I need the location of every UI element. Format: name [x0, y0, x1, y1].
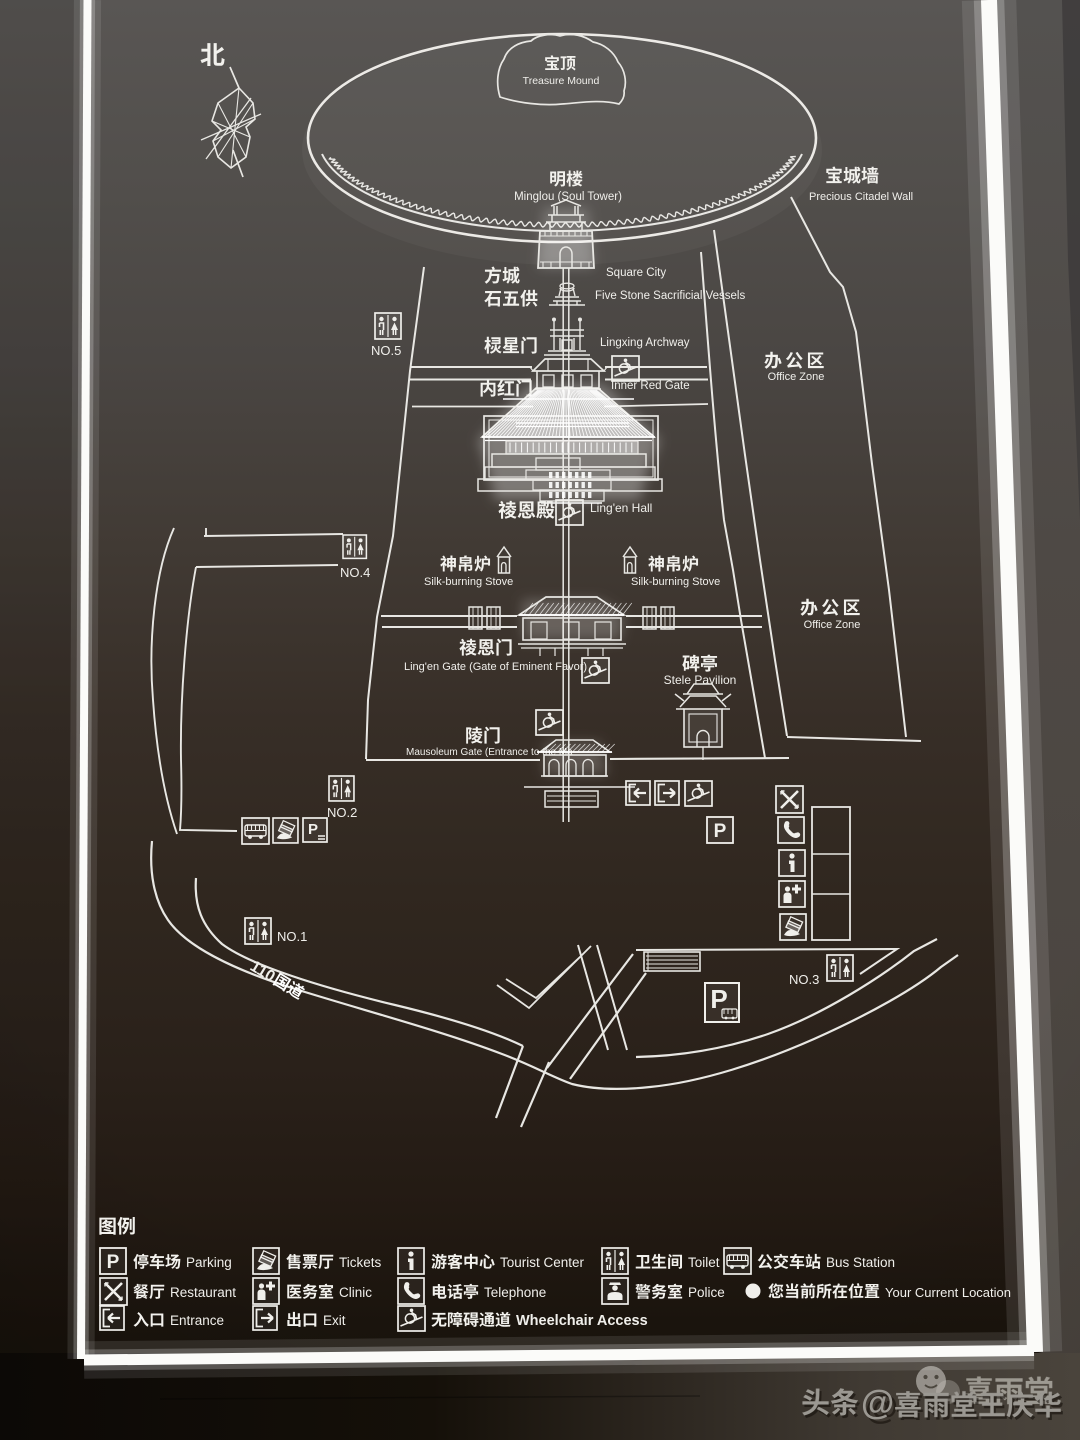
- svg-text:Stele Pavilion: Stele Pavilion: [664, 673, 737, 687]
- svg-text:Lingxing Archway: Lingxing Archway: [600, 337, 690, 349]
- svg-text:Tourist Center: Tourist Center: [500, 1255, 585, 1270]
- svg-text:Ling'en Gate (Gate of Eminent: Ling'en Gate (Gate of Eminent Favor): [404, 661, 587, 673]
- svg-text:Toilet: Toilet: [688, 1255, 720, 1270]
- svg-text:Wheelchair Access: Wheelchair Access: [516, 1313, 648, 1329]
- svg-text:Treasure Mound: Treasure Mound: [523, 75, 600, 87]
- svg-text:NO.3: NO.3: [789, 972, 819, 987]
- svg-text:P: P: [308, 821, 318, 838]
- svg-text:Your Current Location: Your Current Location: [885, 1285, 1011, 1300]
- svg-text:Telephone: Telephone: [484, 1285, 546, 1300]
- svg-text:P: P: [710, 984, 727, 1014]
- svg-text:Clinic: Clinic: [339, 1285, 372, 1300]
- svg-text:Exit: Exit: [323, 1313, 346, 1328]
- svg-text:NO.2: NO.2: [327, 805, 357, 820]
- svg-text:@: @: [865, 1389, 898, 1427]
- svg-text:Tickets: Tickets: [339, 1255, 382, 1270]
- svg-text:Precious Citadel Wall: Precious Citadel Wall: [809, 191, 913, 203]
- svg-text:@: @: [861, 1384, 894, 1422]
- svg-text:Office Zone: Office Zone: [804, 619, 861, 631]
- svg-text:Bus Station: Bus Station: [826, 1255, 895, 1270]
- svg-text:Restaurant: Restaurant: [170, 1285, 236, 1300]
- svg-text:Ling'en Hall: Ling'en Hall: [590, 501, 652, 515]
- svg-text:Police: Police: [688, 1285, 725, 1300]
- svg-text:Silk-burning Stove: Silk-burning Stove: [631, 576, 720, 588]
- svg-text:Parking: Parking: [186, 1255, 232, 1270]
- svg-text:Five Stone Sacrificial Vessels: Five Stone Sacrificial Vessels: [595, 290, 745, 302]
- svg-text:Square City: Square City: [606, 267, 666, 279]
- svg-text:Silk-burning Stove: Silk-burning Stove: [424, 576, 513, 588]
- svg-text:Entrance: Entrance: [170, 1313, 224, 1328]
- svg-text:Minglou (Soul Tower): Minglou (Soul Tower): [514, 191, 622, 203]
- svg-text:NO.4: NO.4: [340, 565, 370, 580]
- svg-text:NO.5: NO.5: [371, 343, 401, 358]
- svg-text:NO.1: NO.1: [277, 929, 307, 944]
- svg-text:Inner Red Gate: Inner Red Gate: [611, 380, 690, 392]
- svg-text:Mausoleum Gate (Entrance to th: Mausoleum Gate (Entrance to the Ma: [406, 747, 573, 758]
- svg-text:Office Zone: Office Zone: [768, 371, 825, 383]
